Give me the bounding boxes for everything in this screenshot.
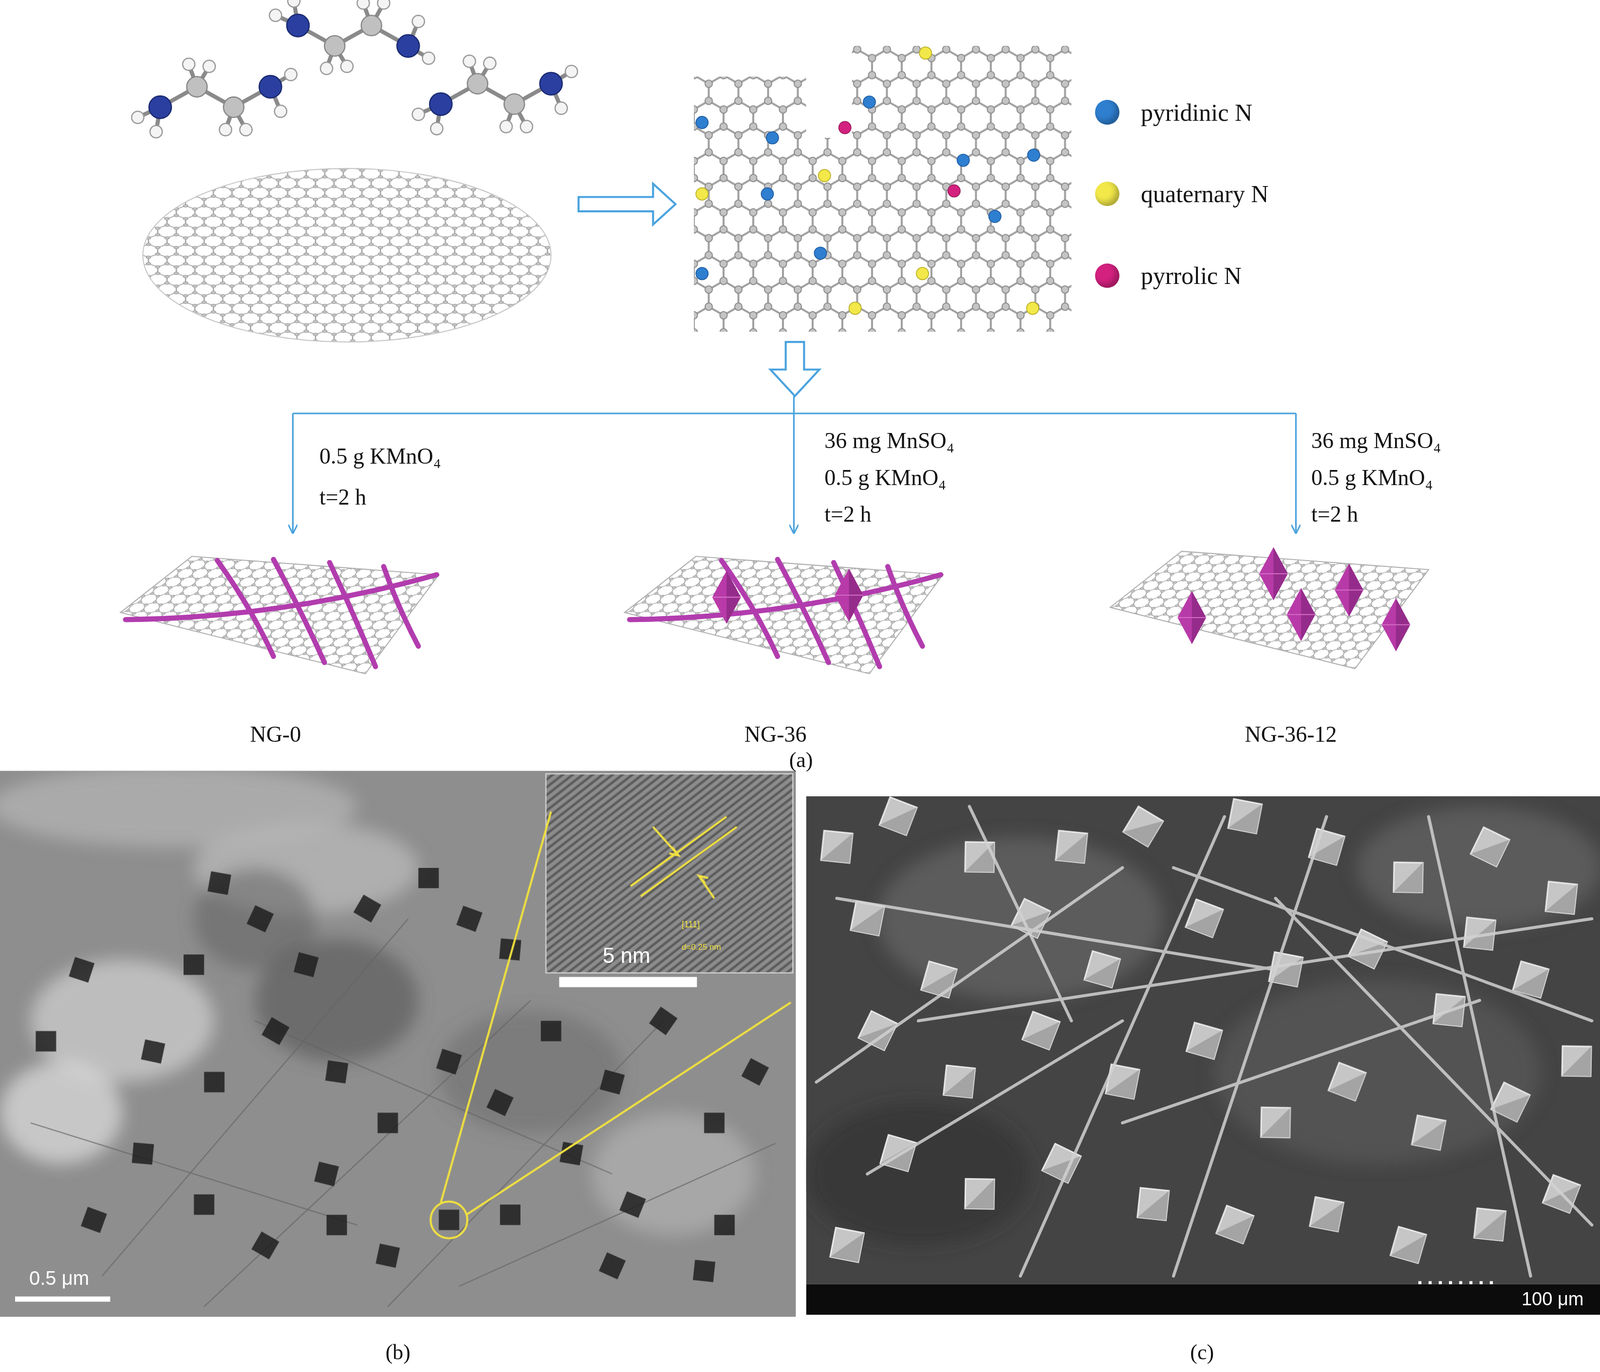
panel-label: (c) <box>1190 1340 1214 1364</box>
crystal-plane: [111] <box>681 919 700 930</box>
reaction-condition: 36 mg MnSO₄ <box>824 428 955 454</box>
legend-swatch <box>1095 263 1120 288</box>
legend-label: pyridinic N <box>1140 98 1253 126</box>
reaction-time: t=2 h <box>319 484 367 510</box>
panel-label: (b) <box>385 1340 411 1364</box>
product-ng36 <box>624 556 944 674</box>
product-node: NG-36 <box>607 551 945 747</box>
product-node: NG-0 <box>107 551 445 747</box>
legend-swatch <box>1095 99 1120 125</box>
scale-bar-label: 5 nm <box>602 943 651 967</box>
sem-image <box>806 795 1600 1315</box>
branch-arrows <box>292 395 1296 533</box>
product-name: NG-0 <box>249 722 301 747</box>
legend-label: pyrrolic N <box>1140 261 1242 289</box>
legend-swatch <box>1095 181 1120 206</box>
ethylenediamine-molecules <box>131 0 578 138</box>
product-ng36-12 <box>1110 546 1429 669</box>
tem-image <box>0 765 797 1317</box>
panel-label: (a) <box>789 748 814 772</box>
product-node: NG-36-12 <box>1122 551 1460 747</box>
process-arrow <box>770 341 820 396</box>
lattice-spacing: d=0.25 nm <box>681 942 722 952</box>
product-ng0 <box>120 556 439 674</box>
reaction-time: t=2 h <box>824 502 872 527</box>
product-name: NG-36-12 <box>1244 722 1337 747</box>
reaction-condition: 0.5 g KMnO₄ <box>824 465 947 490</box>
n-doped-graphene <box>693 45 1072 332</box>
legend-label: quaternary N <box>1140 180 1269 208</box>
product-name: NG-36 <box>744 722 807 747</box>
reaction-condition: 0.5 g KMnO₄ <box>319 443 442 469</box>
scale-bar-label: 0.5 μm <box>29 1266 90 1289</box>
reaction-time: t=2 h <box>1311 502 1359 527</box>
graphene-sheet <box>142 168 551 342</box>
reaction-condition: 36 mg MnSO₄ <box>1311 428 1442 454</box>
reaction-condition: 0.5 g KMnO₄ <box>1311 465 1433 490</box>
process-arrow <box>578 183 676 225</box>
scale-bar-label: 100 μm <box>1521 1288 1584 1310</box>
